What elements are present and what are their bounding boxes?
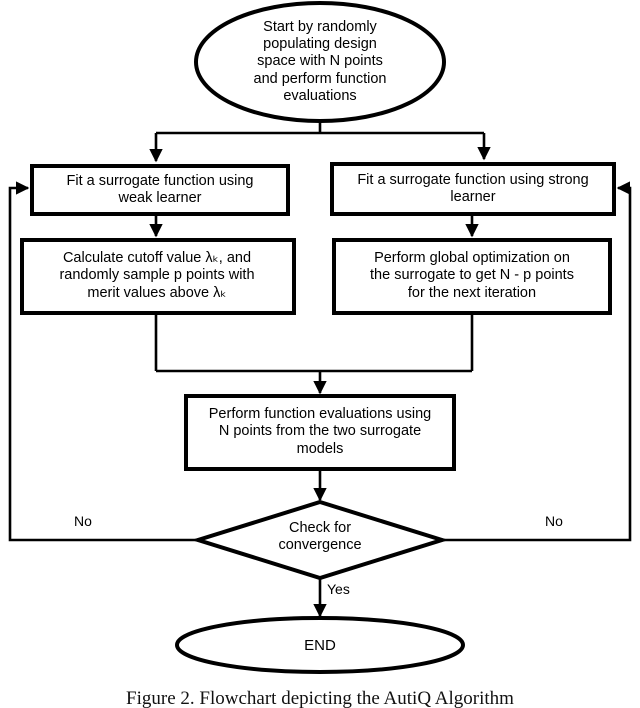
node-weak-learner-shape xyxy=(30,164,290,216)
node-function-eval-shape xyxy=(184,394,456,471)
node-global-opt-shape xyxy=(332,238,612,315)
node-cutoff-shape xyxy=(20,238,296,315)
edge-no-left-feedback xyxy=(8,181,198,542)
node-end-shape xyxy=(175,616,465,674)
node-decision-shape xyxy=(191,499,449,581)
edge-no-right-feedback xyxy=(442,181,632,542)
figure-caption: Figure 2. Flowchart depicting the AutiQ … xyxy=(126,688,514,708)
edge-label-no-left: No xyxy=(74,513,92,529)
node-start-shape xyxy=(194,1,446,123)
edge-label-no-right: No xyxy=(545,513,563,529)
node-strong-learner-shape xyxy=(330,162,616,216)
edge-label-yes: Yes xyxy=(327,581,350,597)
